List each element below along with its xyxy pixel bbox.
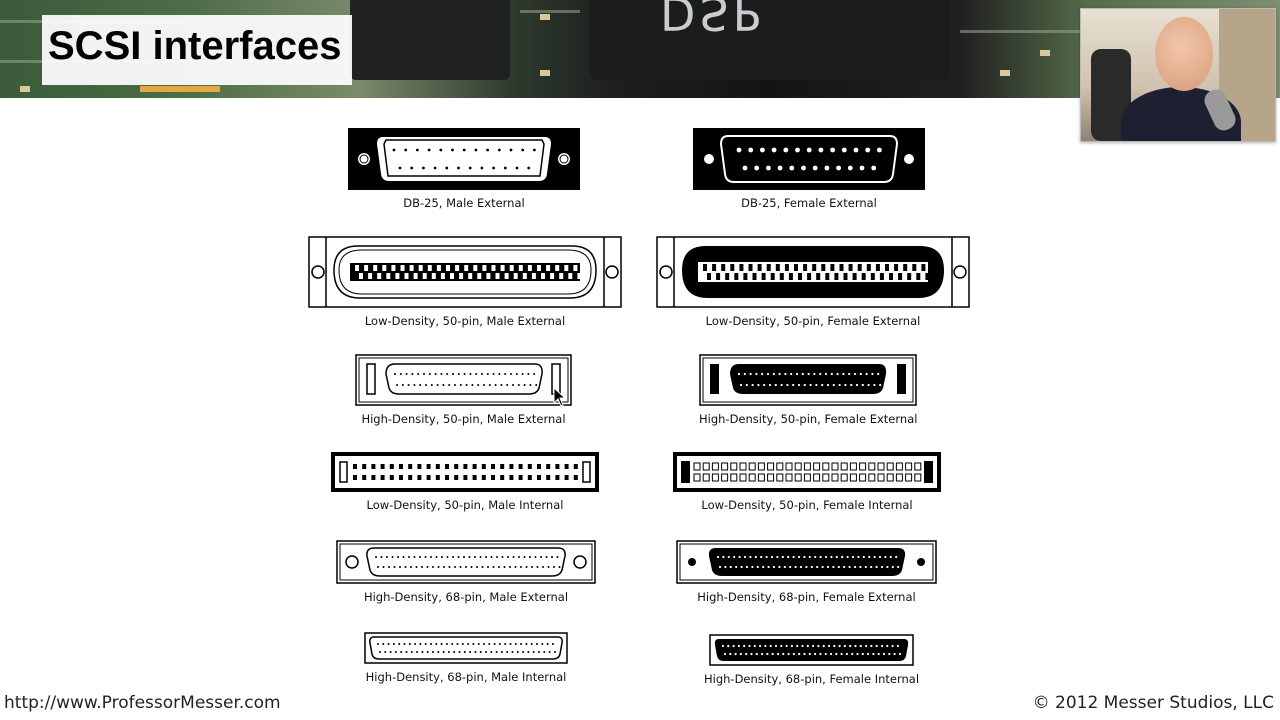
connector-hd68-female-internal: High-Density, 68-pin, Female Internal	[704, 634, 919, 686]
connector-hd68-female-external: High-Density, 68-pin, Female External	[676, 540, 937, 604]
connector-hd50-male-external: High-Density, 50-pin, Male External	[355, 354, 572, 426]
hd68-male-internal-diagram	[364, 632, 568, 664]
connector-label: High-Density, 68-pin, Female External	[697, 590, 915, 604]
connector-label: Low-Density, 50-pin, Female Internal	[701, 498, 912, 512]
hd68-female-external-diagram	[676, 540, 937, 584]
hd50-female-external-diagram	[699, 354, 917, 406]
connector-ld50-male-external: Low-Density, 50-pin, Male External	[308, 236, 622, 328]
connector-hd68-male-external: High-Density, 68-pin, Male External	[336, 540, 596, 604]
ld50-male-external-diagram	[308, 236, 622, 308]
connector-hd50-female-external: High-Density, 50-pin, Female External	[699, 354, 917, 426]
connector-ld50-male-internal: Low-Density, 50-pin, Male Internal	[331, 452, 599, 512]
presenter-webcam	[1080, 8, 1276, 142]
chip-mark-text: DSP	[660, 0, 764, 40]
chip-left	[350, 0, 510, 80]
connector-db25-male-external: DB-25, Male External	[348, 128, 580, 210]
hd50-male-external-diagram	[355, 354, 572, 406]
ld50-male-internal-diagram	[331, 452, 599, 492]
footer-url: http://www.ProfessorMesser.com	[4, 693, 281, 713]
footer-copyright: © 2012 Messer Studios, LLC	[1033, 693, 1274, 713]
connector-ld50-female-internal: Low-Density, 50-pin, Female Internal	[673, 452, 941, 512]
connector-db25-female-external: DB-25, Female External	[693, 128, 925, 210]
connector-label: High-Density, 50-pin, Male External	[361, 412, 565, 426]
slide-title: SCSI interfaces	[48, 24, 341, 69]
connector-label: High-Density, 68-pin, Female Internal	[704, 672, 919, 686]
connector-label: High-Density, 50-pin, Female External	[699, 412, 917, 426]
connector-label: Low-Density, 50-pin, Male Internal	[367, 498, 564, 512]
connector-hd68-male-internal: High-Density, 68-pin, Male Internal	[364, 632, 568, 684]
presenter-head	[1155, 17, 1213, 91]
connector-ld50-female-external: Low-Density, 50-pin, Female External	[656, 236, 970, 328]
connector-label: High-Density, 68-pin, Male External	[364, 590, 568, 604]
connector-label: Low-Density, 50-pin, Male External	[365, 314, 565, 328]
ld50-female-internal-diagram	[673, 452, 941, 492]
hd68-female-internal-diagram	[709, 634, 914, 666]
connector-label: High-Density, 68-pin, Male Internal	[366, 670, 567, 684]
db25-female-external-diagram	[693, 128, 925, 190]
connector-label: DB-25, Female External	[741, 196, 877, 210]
ld50-female-external-diagram	[656, 236, 970, 308]
mouse-cursor-icon	[553, 387, 567, 407]
db25-male-external-diagram	[348, 128, 580, 190]
hd68-male-external-diagram	[336, 540, 596, 584]
chip-dsp	[590, 0, 950, 80]
connector-label: DB-25, Male External	[403, 196, 524, 210]
connector-label: Low-Density, 50-pin, Female External	[706, 314, 921, 328]
